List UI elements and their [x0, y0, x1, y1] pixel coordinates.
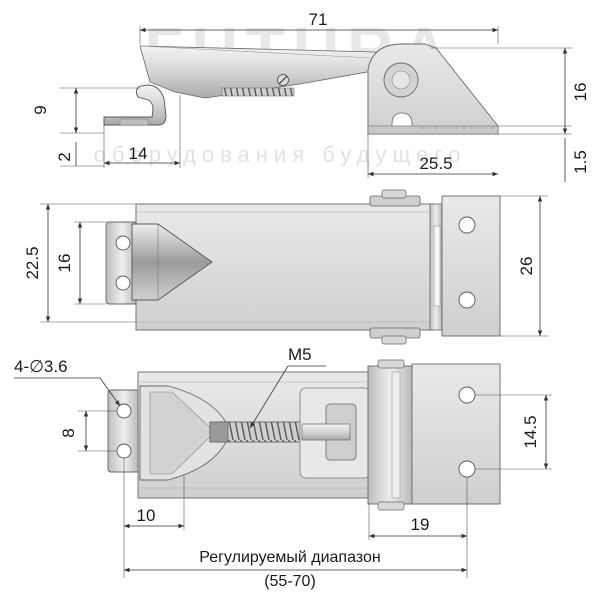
- bottom-left-hole-top: [116, 403, 132, 419]
- dim-16-mid: 16: [55, 254, 74, 273]
- dim-1-5: 1.5: [571, 150, 590, 174]
- range-value: (55-70): [264, 573, 316, 590]
- bottom-right-plate: [411, 363, 501, 505]
- left-hole-top: [115, 235, 131, 251]
- dim-10: 10: [137, 506, 156, 525]
- side-view-dimensions: 71 16 9 2 14 25.5 1.5: [31, 10, 590, 182]
- dim-16-top: 16: [571, 83, 590, 102]
- bottom-view: [107, 359, 501, 511]
- screw-label: M5: [288, 345, 312, 364]
- cone-nose: [131, 223, 213, 301]
- bottom-right-hole-top: [458, 386, 476, 404]
- bottom-right-hole-bottom: [458, 460, 476, 478]
- top-view: [105, 189, 501, 345]
- left-hole-bottom: [115, 275, 131, 291]
- dim-2: 2: [55, 152, 74, 161]
- range-caption: Регулируемый диапазон: [199, 549, 380, 566]
- bottom-left-hole-bottom: [116, 443, 132, 459]
- right-hole-bottom: [458, 291, 476, 309]
- dim-71: 71: [309, 10, 328, 29]
- dim-8: 8: [59, 428, 78, 437]
- dim-14-5: 14.5: [521, 415, 540, 448]
- dim-14: 14: [129, 144, 148, 163]
- top-view-dimensions: 22.5 16 26: [23, 195, 548, 337]
- dim-19: 19: [411, 515, 430, 534]
- hole-note: 4-∅3.6: [14, 357, 68, 376]
- bottom-view-dimensions: 4-∅3.6 M5 8 14.5 10 19 Регулируемый диап…: [14, 345, 552, 590]
- dim-26: 26: [517, 257, 536, 276]
- dim-25-5: 25.5: [419, 154, 452, 173]
- side-view: [103, 43, 499, 135]
- right-plate: [441, 195, 501, 337]
- spring-thread: [221, 87, 295, 97]
- hook: [103, 84, 167, 126]
- dim-22-5: 22.5: [23, 246, 42, 279]
- right-hole-top: [458, 216, 476, 234]
- dim-9: 9: [31, 105, 50, 114]
